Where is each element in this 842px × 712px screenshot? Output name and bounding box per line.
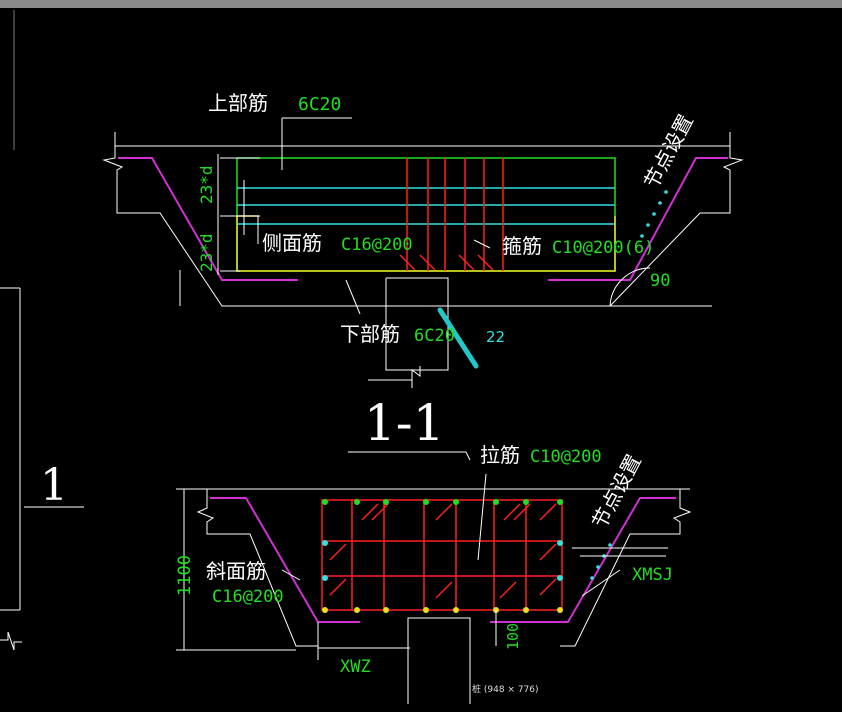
section-marker-number: 1 xyxy=(40,460,68,511)
anchor-length-top: 23*d xyxy=(197,165,216,204)
stirrup-spec: C10@200(6) xyxy=(552,238,654,258)
bottom-bar-spec: 6C20 xyxy=(414,326,455,346)
slope-bar-spec: C16@200 xyxy=(212,587,284,607)
section-title: 1-1 xyxy=(364,394,445,452)
slope-bar-label: 斜面筋 xyxy=(206,559,266,583)
height-dimension: 1100 xyxy=(175,555,195,596)
bottom-bar-label: 下部筋 xyxy=(340,322,400,346)
angle-value: 90 xyxy=(650,271,670,291)
upper-section xyxy=(102,117,744,388)
top-bar-label: 上部筋 xyxy=(208,91,268,115)
stirrup-label: 箍筋 xyxy=(502,234,542,258)
cad-drawing-canvas[interactable]: 1 xyxy=(0,8,842,712)
tie-bar-spec: C10@200 xyxy=(530,447,602,467)
tie-bar-label: 拉筋 xyxy=(480,443,520,467)
xmsj-label: XMSJ xyxy=(632,565,673,585)
xwz-label: XWZ xyxy=(340,657,371,677)
anchor-length-bottom: 23*d xyxy=(197,233,216,272)
node-setting-upper[interactable]: 节点设置 xyxy=(639,110,698,192)
small-dimension: 100 xyxy=(504,623,522,650)
window-top-bar xyxy=(0,0,842,8)
side-bar-spec: C16@200 xyxy=(341,235,413,255)
pile-tooltip: 桩 (948 × 776) xyxy=(472,685,539,695)
top-bar-spec: 6C20 xyxy=(298,94,341,115)
side-bar-label: 侧面筋 xyxy=(262,231,322,255)
lower-section xyxy=(176,451,692,704)
annotation-number: 22 xyxy=(486,328,505,346)
